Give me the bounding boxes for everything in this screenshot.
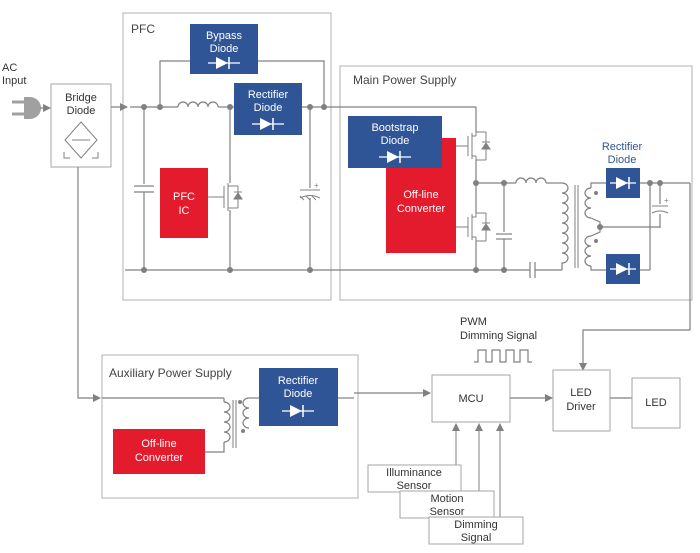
low-side-mosfet-icon bbox=[456, 212, 491, 242]
bootstrap-diode-icon bbox=[379, 151, 411, 163]
main-offline-converter-label: Off-line bbox=[403, 189, 438, 201]
pfc-rectifier-diode-label-2: Diode bbox=[254, 102, 283, 114]
bridge-diode-label: Bridge bbox=[65, 92, 97, 104]
bypass-diode-label: Bypass bbox=[206, 30, 243, 42]
aux-rectifier-diode-label-2: Diode bbox=[284, 388, 313, 400]
main-power-supply-section bbox=[339, 65, 693, 301]
ac-plug-icon bbox=[12, 97, 41, 119]
pfc-wiring bbox=[125, 60, 476, 271]
pfc-ic-label-2: IC bbox=[179, 205, 190, 217]
bootstrap-diode-label-2: Diode bbox=[381, 135, 410, 147]
aux-rectifier-diode-label: Rectifier bbox=[278, 375, 319, 387]
high-side-mosfet-icon bbox=[456, 131, 491, 161]
upper-rectifier-diode-icon bbox=[610, 177, 636, 189]
pfc-output-capacitor-icon: + bbox=[299, 181, 321, 201]
mcu-box bbox=[431, 374, 511, 423]
bypass-diode-label-2: Diode bbox=[210, 43, 239, 55]
led-driver-box bbox=[552, 369, 611, 432]
motion-sensor-label: Motion bbox=[430, 493, 463, 505]
bootstrap-diode-block bbox=[348, 116, 442, 168]
led-box bbox=[631, 377, 681, 429]
dimming-signal-label: Dimming bbox=[454, 519, 497, 531]
lower-rectifier-diode-icon bbox=[610, 263, 636, 275]
mcu-label: MCU bbox=[458, 393, 483, 405]
main-offline-converter-label-2: Converter bbox=[397, 203, 446, 215]
bridge-diode-label-2: Diode bbox=[67, 105, 96, 117]
pfc-rectifier-diode-label: Rectifier bbox=[248, 89, 289, 101]
pfc-ic-block bbox=[160, 168, 208, 238]
pwm-waveform-icon bbox=[474, 349, 532, 363]
main-rectifier-diode-label: Rectifier bbox=[602, 141, 643, 153]
main-power-supply-title: Main Power Supply bbox=[353, 73, 456, 87]
auxiliary-power-supply-title: Auxiliary Power Supply bbox=[109, 366, 232, 380]
svg-text:+: + bbox=[664, 196, 669, 205]
illuminance-sensor-label-2: Sensor bbox=[397, 480, 432, 492]
ac-input-label-2: Input bbox=[2, 75, 26, 87]
pfc-mosfet-icon bbox=[208, 183, 243, 211]
dimming-signal-box bbox=[428, 516, 524, 545]
output-capacitor-icon: + bbox=[651, 196, 669, 214]
led-label: LED bbox=[645, 397, 666, 409]
motion-sensor-box bbox=[399, 490, 495, 519]
aux-rectifier-diode-block bbox=[259, 368, 338, 426]
motion-sensor-label-2: Sensor bbox=[430, 506, 465, 518]
bootstrap-diode-label: Bootstrap bbox=[371, 122, 418, 134]
aux-offline-converter-block bbox=[113, 429, 205, 474]
illuminance-sensor-box bbox=[367, 464, 462, 493]
led-driver-label-2: Driver bbox=[566, 401, 596, 413]
led-driver-label: LED bbox=[570, 387, 591, 399]
pfc-rectifier-diode-block bbox=[234, 83, 302, 135]
auxiliary-power-supply-section bbox=[101, 354, 359, 499]
aux-offline-converter-label: Off-line bbox=[141, 438, 176, 450]
svg-text:+: + bbox=[314, 181, 319, 190]
pfc-ic-label: PFC bbox=[173, 191, 195, 203]
pfc-section bbox=[122, 12, 332, 301]
bypass-diode-icon bbox=[208, 57, 240, 69]
transformer-icon bbox=[561, 182, 592, 270]
dimming-signal-label-2: Signal bbox=[461, 532, 492, 544]
bypass-diode-block bbox=[190, 24, 258, 74]
secondary-wiring bbox=[579, 182, 691, 371]
aux-wiring bbox=[102, 389, 431, 453]
aux-offline-converter-label-2: Converter bbox=[135, 452, 184, 464]
illuminance-sensor-label: Illuminance bbox=[386, 467, 442, 479]
pwm-label-2: Dimming Signal bbox=[460, 330, 537, 342]
main-wiring bbox=[346, 106, 562, 278]
bridge-diode-box bbox=[50, 83, 112, 168]
ac-input-label: AC bbox=[2, 62, 17, 74]
pwm-label: PWM bbox=[460, 316, 487, 328]
aux-rectifier-diode-icon bbox=[282, 405, 314, 417]
main-rectifier-diode-label-2: Diode bbox=[608, 154, 637, 166]
pfc-rectifier-diode-icon bbox=[252, 118, 284, 130]
bridge-rectifier-icon bbox=[63, 121, 99, 159]
pfc-section-title: PFC bbox=[131, 22, 155, 36]
